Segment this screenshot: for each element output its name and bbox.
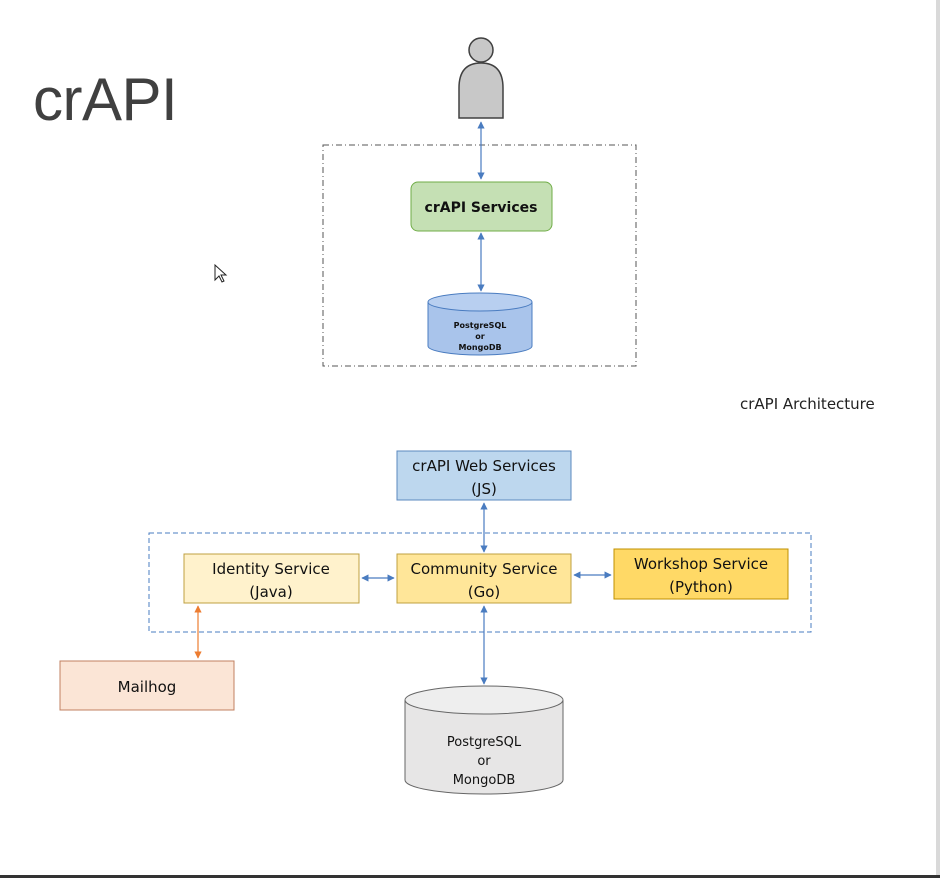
web-services-sublabel: (JS) — [471, 480, 497, 498]
window-right-edge — [936, 0, 940, 878]
mailhog-box — [59, 660, 235, 711]
crapi-services-label: crAPI Services — [425, 200, 538, 216]
services-boundary — [148, 532, 812, 633]
mailhog-label: Mailhog — [118, 678, 177, 696]
web-services-label: crAPI Web Services — [412, 457, 556, 475]
crapi-services-box — [410, 181, 553, 232]
top-db-line-3: MongoDB — [458, 343, 501, 352]
identity-service-box — [183, 553, 360, 604]
slide-title: crAPI — [33, 66, 178, 133]
architecture-caption: crAPI Architecture — [740, 395, 875, 413]
bottom-database-cylinder — [404, 685, 564, 795]
bottom-db-line-2: or — [477, 754, 491, 769]
workshop-service-box — [613, 548, 789, 600]
bottom-db-line-3: MongoDB — [453, 773, 516, 788]
workshop-service-label: Workshop Service — [634, 555, 768, 573]
bottom-db-line-1: PostgreSQL — [447, 735, 522, 750]
mouse-cursor-icon — [214, 263, 228, 283]
window-bottom-edge — [0, 875, 940, 878]
top-db-line-2: or — [475, 332, 484, 341]
top-database-cylinder — [427, 292, 533, 356]
user-icon — [458, 37, 504, 119]
identity-service-sublabel: (Java) — [249, 583, 292, 601]
workshop-service-sublabel: (Python) — [669, 578, 733, 596]
community-service-label: Community Service — [410, 560, 557, 578]
top-db-line-1: PostgreSQL — [454, 321, 507, 330]
web-services-box — [396, 450, 572, 501]
community-service-sublabel: (Go) — [468, 583, 501, 601]
community-service-box — [396, 553, 572, 604]
identity-service-label: Identity Service — [212, 560, 330, 578]
